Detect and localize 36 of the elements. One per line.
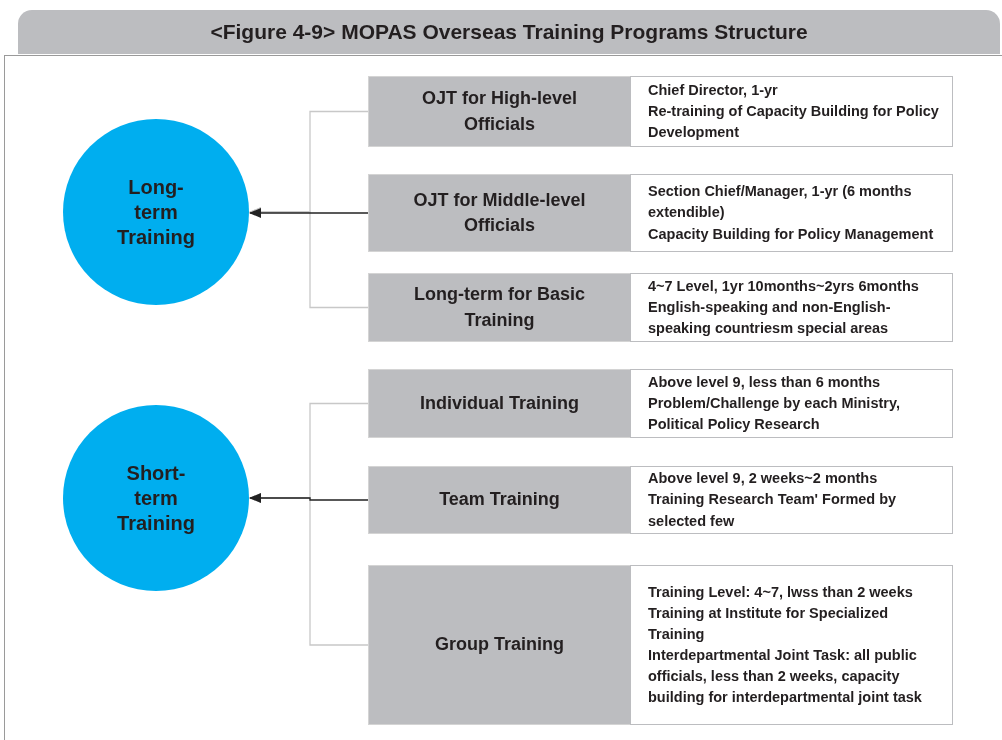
description-text: Training Research Team' Formed by selected few xyxy=(648,490,898,531)
description-text: Interdepartmental Joint Task: all public officials, less than 2 weeks, capacity building for interdepartmental joint task xyxy=(648,646,923,708)
program-name: Team Training xyxy=(439,488,560,512)
program-name: Group Training xyxy=(435,633,564,657)
program-name: OJT for Middle-level Officials xyxy=(412,188,587,237)
program-name: Long-term for Basic Training xyxy=(413,283,586,332)
program-box xyxy=(368,565,631,725)
description-text: Above level 9, less than 6 months xyxy=(648,372,882,392)
program-box xyxy=(368,369,631,438)
program-box xyxy=(368,466,631,534)
description-text: Above level 9, 2 weeks~2 months xyxy=(648,469,879,489)
description-box xyxy=(630,466,953,534)
description-text: Section Chief/Manager, 1-yr (6 months extendible) xyxy=(648,182,913,223)
program-name: OJT for High-level Officials xyxy=(421,87,578,136)
description-text: Capacity Building for Policy Management xyxy=(648,224,935,244)
description-text: 4~7 Level, 1yr 10months~2yrs 6months xyxy=(648,276,920,296)
program-name: Individual Training xyxy=(420,391,579,415)
description-box xyxy=(630,76,953,147)
description-box xyxy=(630,273,953,342)
description-box xyxy=(630,565,953,725)
program-box xyxy=(368,174,631,252)
description-text: Training Level: 4~7, lwss than 2 weeks xyxy=(648,582,914,602)
description-text: Problem/Challenge by each Ministry, Political Policy Research xyxy=(648,394,901,434)
category-label: Short-term Training xyxy=(116,460,196,536)
description-text: English-speaking and non-English-speaking countriesm special areas xyxy=(648,298,892,338)
connector-arrow xyxy=(249,208,369,218)
description-text: Chief Director, 1-yr xyxy=(648,80,779,100)
connector-arrow xyxy=(249,493,369,503)
program-box xyxy=(368,273,631,342)
program-box xyxy=(368,76,631,147)
connector-arrow xyxy=(249,207,369,309)
description-box xyxy=(630,174,953,252)
description-text: Re-training of Capacity Building for Policy Development xyxy=(648,102,940,142)
figure-title: <Figure 4-9> MOPAS Overseas Training Programs Structure xyxy=(210,20,808,44)
category-label: Long-term Training xyxy=(116,174,196,250)
description-box xyxy=(630,369,953,438)
